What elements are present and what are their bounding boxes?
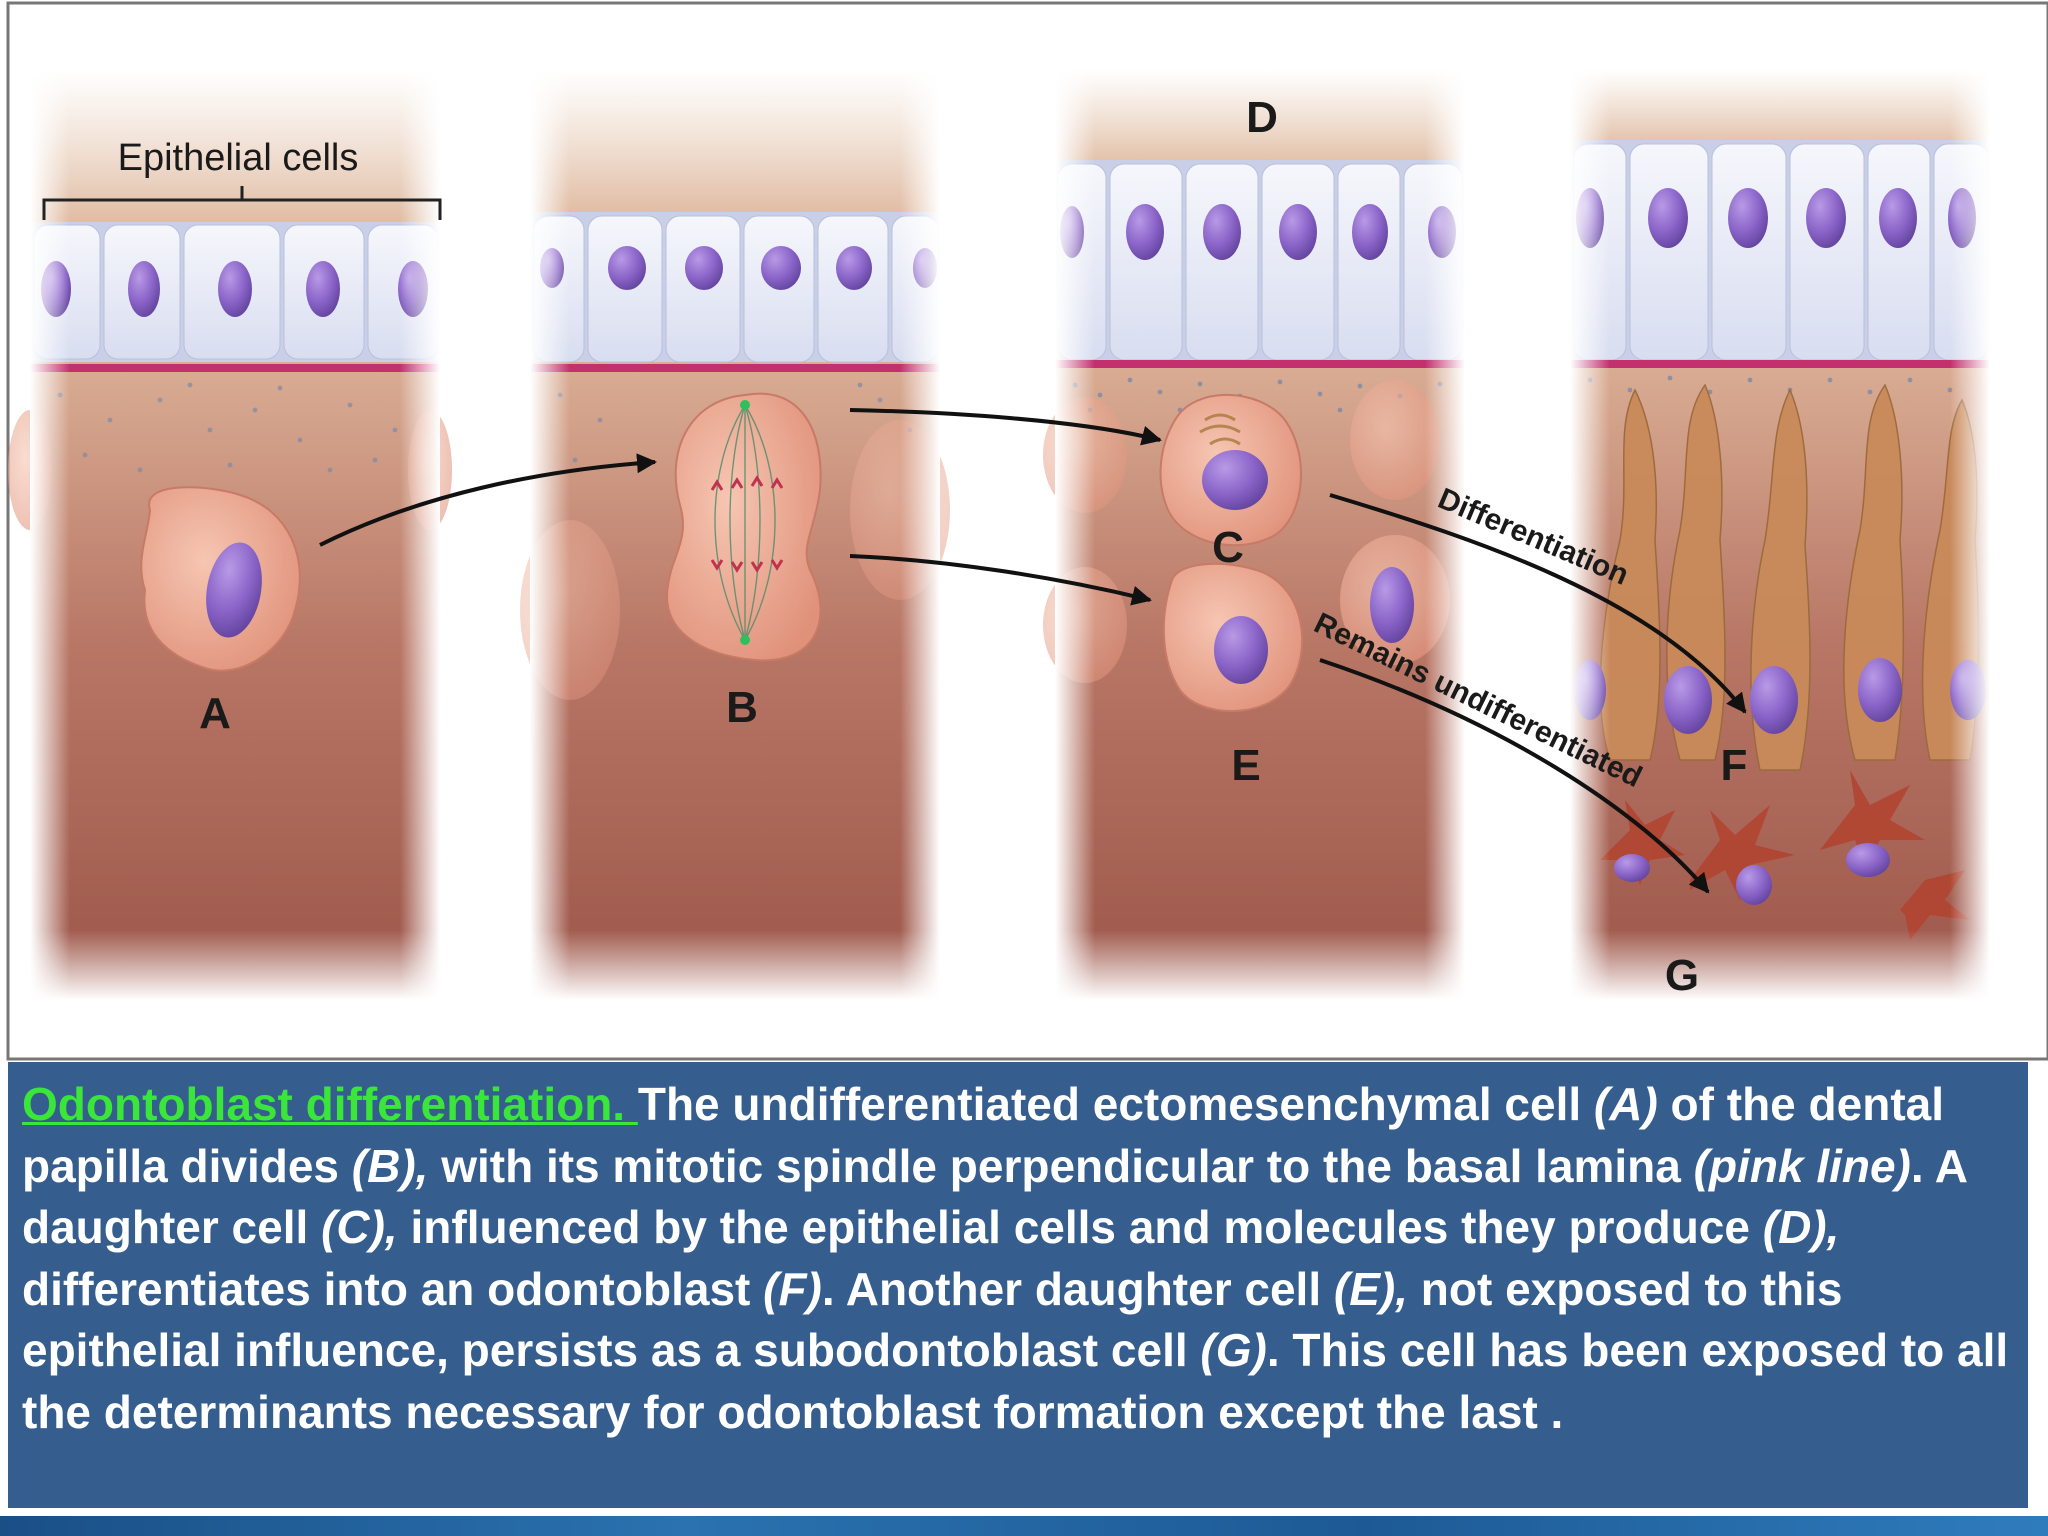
nucleus: [1728, 188, 1768, 248]
nucleus: [1352, 204, 1388, 260]
nucleus-a: [206, 542, 262, 638]
nucleus: [1126, 204, 1164, 260]
arrows: [319, 408, 1747, 894]
nucleus: [1879, 188, 1917, 248]
caption-part: . This cell has been exposed to all the …: [22, 1324, 2009, 1438]
label-c: C: [1212, 523, 1244, 572]
label-d: D: [1246, 93, 1278, 142]
caption-part: (C),: [321, 1201, 398, 1253]
caption-part: differentiates into an odontoblast: [22, 1262, 764, 1315]
label-e: E: [1231, 741, 1260, 790]
epithelial-bracket: [42, 186, 442, 220]
epithelium-panel-3: [1055, 160, 1465, 361]
label-epithelial-cells: Epithelial cells: [118, 137, 359, 179]
nucleus: [836, 246, 872, 290]
label-a: A: [199, 689, 231, 738]
caption-box: Odontoblast differentiation. The undiffe…: [8, 1062, 2028, 1508]
caption-part: not exposed to this epithelial influence…: [22, 1262, 1843, 1377]
nucleus-f: [1750, 666, 1798, 734]
label-g: G: [1665, 951, 1699, 1000]
epithelium-panel-2: [530, 212, 940, 363]
caption-part: (A): [1593, 1078, 1658, 1130]
mitotic-spindle: [714, 404, 776, 641]
nucleus: [1846, 843, 1890, 877]
nucleus: [1370, 567, 1414, 643]
arrow-a-to-b: [319, 453, 657, 547]
nucleus-g: [1736, 865, 1772, 905]
caption-part: (D),: [1762, 1201, 1840, 1253]
caption-part: (G): [1200, 1324, 1267, 1376]
caption-part: The undifferentiated ectomesenchymal cel…: [637, 1078, 1594, 1130]
basal-lamina: [1055, 360, 1465, 368]
panel-2: [520, 70, 950, 1000]
nucleus: [218, 261, 252, 317]
caption-part: with its mitotic spindle perpendicular t…: [428, 1139, 1694, 1192]
panel-3: [1043, 70, 1465, 1000]
basal-lamina: [30, 364, 440, 372]
nucleus: [761, 246, 801, 290]
nucleus-c: [1202, 450, 1268, 510]
caption-part: . A daughter cell: [22, 1139, 1967, 1254]
arrow-b-to-e: [849, 554, 1152, 606]
caption-part: Odontoblast differentiation.: [22, 1078, 638, 1130]
epithelium-panel-1: [30, 222, 440, 362]
bottom-band: [0, 1516, 2048, 1536]
figure-frame: [6, 1, 2048, 1061]
caption-part: influenced by the epithelial cells and m…: [397, 1201, 1763, 1253]
nucleus: [1664, 666, 1712, 734]
caption-part: . Another daughter cell: [821, 1262, 1334, 1315]
label-f: F: [1721, 741, 1748, 790]
caption-text: Odontoblast differentiation. The undiffe…: [22, 1074, 2014, 1443]
caption-part: of the dental papilla divides: [22, 1078, 1945, 1192]
panel-4: [1570, 70, 1990, 1000]
nucleus: [608, 246, 646, 290]
caption-part: (F): [763, 1262, 822, 1315]
basal-lamina: [1570, 360, 1990, 368]
nucleus: [1279, 204, 1317, 260]
nucleus: [1858, 658, 1902, 722]
arrow-b-to-c: [849, 408, 1162, 446]
label-b: B: [726, 683, 758, 732]
caption-part: (B),: [351, 1139, 429, 1192]
arrow-e-to-g: [1319, 658, 1710, 894]
nucleus: [1614, 854, 1650, 882]
nucleus: [685, 246, 723, 290]
nucleus: [1203, 204, 1241, 260]
panel-1: [8, 70, 452, 1000]
cell-b-dividing: [665, 392, 822, 662]
caption-part: (E),: [1333, 1262, 1409, 1315]
caption-part: (pink line): [1693, 1139, 1911, 1192]
arrow-c-to-f: [1329, 493, 1747, 714]
nucleus-e: [1214, 616, 1268, 684]
epithelium-panel-4: [1570, 140, 1990, 361]
nucleus: [306, 261, 340, 317]
basal-lamina: [530, 364, 940, 372]
nucleus: [1806, 188, 1846, 248]
nucleus: [1648, 188, 1688, 248]
nucleus: [128, 261, 160, 317]
